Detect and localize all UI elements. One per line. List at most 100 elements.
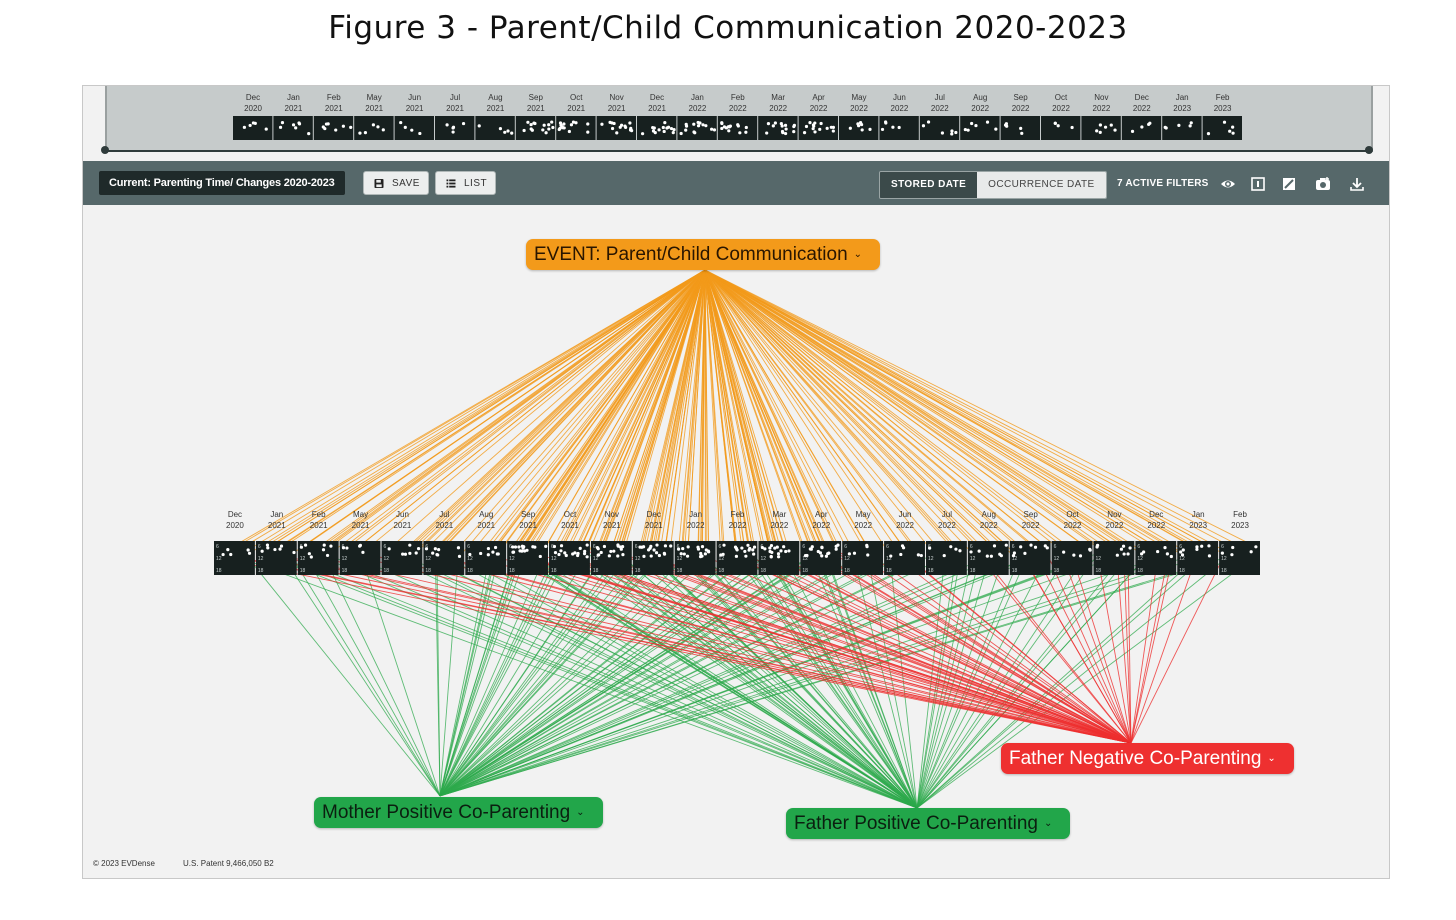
timeline-month-block (255, 541, 297, 575)
timeline-event-dot (246, 548, 250, 552)
overview-event-dot (780, 129, 785, 134)
hour-label: 12 (593, 556, 599, 562)
event-link (704, 269, 821, 554)
overview-event-dot (623, 124, 627, 128)
overview-event-dot (557, 127, 561, 132)
father-positive-node[interactable]: Father Positive Co-Parenting⌄ (786, 808, 1071, 839)
event-link (704, 269, 780, 557)
current-view-label[interactable]: Current: Parenting Time/ Changes 2020-20… (99, 171, 345, 195)
event-link (524, 269, 706, 552)
positive-link (439, 553, 619, 797)
timeline-event-dot (431, 551, 435, 555)
event-link (704, 269, 813, 547)
overview-range-track[interactable] (105, 150, 1369, 152)
event-link (301, 269, 706, 548)
positive-link (439, 557, 750, 797)
timeline-event-dot (784, 549, 788, 554)
positive-link (439, 558, 521, 797)
father-negative-node[interactable]: Father Negative Co-Parenting⌄ (1001, 743, 1294, 774)
timeline-year-label: 2022 (896, 521, 914, 530)
positive-link (439, 555, 904, 797)
positive-link (439, 554, 951, 797)
overview-year-label: 2022 (769, 104, 787, 113)
graph-canvas[interactable]: Dec202061218Jan202161218Feb202161218May2… (83, 205, 1389, 878)
occurrence-date-option[interactable]: OCCURRENCE DATE (977, 172, 1106, 198)
range-start-handle[interactable] (101, 146, 109, 154)
hour-label: 12 (509, 556, 515, 562)
event-node[interactable]: EVENT: Parent/Child Communication ⌄ (526, 239, 881, 270)
timeline-event-dot (836, 543, 840, 547)
timeline-event-dot (958, 549, 962, 553)
overview-month-label: Aug (488, 93, 502, 102)
timeline-event-dot (621, 553, 625, 557)
positive-link (439, 562, 560, 797)
overview-month-label: Jan (1176, 93, 1189, 102)
chevron-down-icon[interactable]: ⌄ (1043, 818, 1053, 830)
timeline-event-dot (226, 548, 230, 552)
event-link (704, 269, 1026, 554)
positive-link (854, 561, 918, 809)
timeline-event-dot (345, 546, 349, 550)
overview-event-dot (974, 123, 978, 128)
overview-event-dot (1189, 121, 1193, 125)
timeline-month-label: Dec (228, 510, 242, 519)
negative-link (1046, 553, 1132, 744)
chevron-down-icon[interactable]: ⌄ (1267, 753, 1276, 765)
hour-label: 12 (1095, 556, 1101, 562)
overview-event-dot (600, 122, 604, 126)
hour-label: 18 (216, 568, 222, 574)
event-link (459, 269, 706, 557)
chevron-down-icon[interactable]: ⌄ (576, 807, 585, 819)
event-link (704, 269, 772, 557)
chevron-down-icon[interactable]: ⌄ (853, 249, 863, 261)
negative-link (301, 552, 1132, 744)
positive-link (439, 560, 514, 797)
timeline-event-dot (616, 543, 620, 547)
overview-event-dot (720, 121, 724, 126)
overview-month-block (1162, 116, 1202, 140)
event-node-label: EVENT: Parent/Child Communication (534, 244, 848, 265)
overview-event-dot (533, 121, 537, 126)
overview-event-dot (522, 128, 526, 133)
timeline-event-dot (928, 546, 932, 550)
timeline-event-dot (520, 549, 524, 553)
camera-icon[interactable] (1315, 176, 1331, 192)
hour-label: 18 (593, 568, 599, 574)
event-link (704, 269, 850, 555)
active-filters-count[interactable]: 7 ACTIVE FILTERS (1117, 178, 1209, 189)
mother-positive-node[interactable]: Mother Positive Co-Parenting⌄ (314, 797, 603, 828)
timeline-month-label: Feb (1233, 510, 1247, 519)
overview-event-dot (669, 126, 674, 131)
edit-square-icon[interactable] (1281, 176, 1297, 192)
positive-link (916, 557, 1198, 809)
range-end-handle[interactable] (1365, 146, 1373, 154)
event-link (704, 269, 892, 557)
overview-year-label: 2021 (365, 104, 383, 113)
overview-month-block (1041, 116, 1081, 140)
timeline-event-dot (820, 545, 824, 549)
hour-label: 18 (300, 568, 306, 574)
hour-label: 18 (1221, 568, 1227, 574)
save-button[interactable]: SAVE (363, 171, 429, 195)
timeline-event-dot (662, 551, 666, 555)
eye-icon[interactable] (1220, 176, 1236, 192)
timeline-year-label: 2021 (477, 521, 495, 530)
overview-event-dot (727, 129, 731, 133)
timeline-event-dot (1012, 551, 1017, 555)
positive-link (439, 559, 586, 797)
timeline-event-dot (1195, 547, 1199, 551)
timeline-event-dot (1004, 543, 1008, 547)
page-icon[interactable] (1250, 176, 1266, 192)
list-button[interactable]: LIST (435, 171, 496, 195)
timeline-event-dot (279, 544, 284, 548)
overview-event-dot (451, 130, 455, 134)
timeline-event-dot (273, 547, 277, 552)
timeline-event-dot (1043, 544, 1047, 548)
stored-date-option[interactable]: STORED DATE (880, 172, 978, 198)
hour-label: 6 (467, 544, 470, 550)
overview-event-dot (891, 125, 895, 129)
download-icon[interactable] (1349, 176, 1365, 192)
negative-link (770, 562, 1132, 744)
event-link (620, 269, 706, 550)
